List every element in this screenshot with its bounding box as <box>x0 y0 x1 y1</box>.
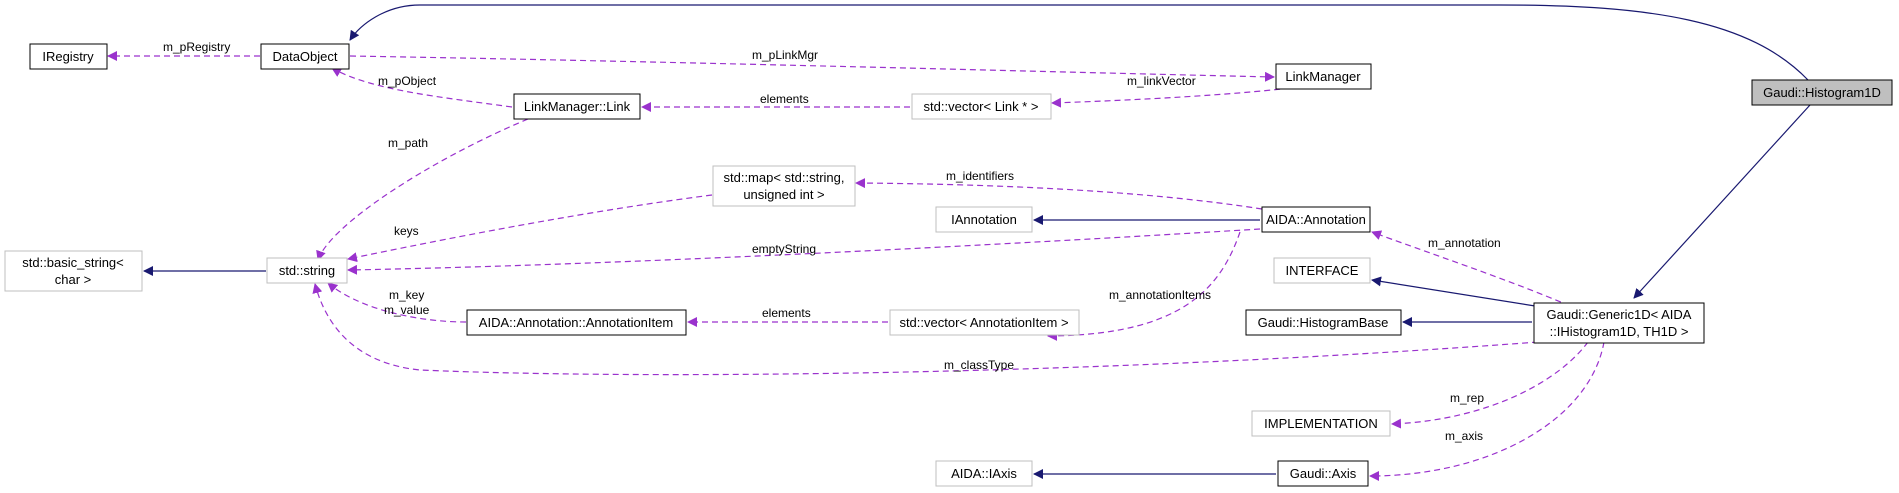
node-aida-iaxis[interactable]: AIDA::IAxis <box>935 460 1033 487</box>
svg-text:std::map< std::string,: std::map< std::string, <box>723 170 844 185</box>
label-keys: keys <box>394 224 419 238</box>
svg-text:std::basic_string<: std::basic_string< <box>22 255 124 270</box>
node-histogrambase[interactable]: Gaudi::HistogramBase <box>1245 309 1402 336</box>
svg-text:IRegistry: IRegistry <box>42 49 94 64</box>
svg-text:AIDA::Annotation: AIDA::Annotation <box>1266 212 1366 227</box>
label-m_identifiers: m_identifiers <box>946 169 1014 183</box>
svg-text:LinkManager: LinkManager <box>1285 69 1361 84</box>
edge-link-to-dataobject <box>331 67 513 108</box>
edge-histogram1d-to-generic1d <box>1633 104 1811 299</box>
node-aida-annotation[interactable]: AIDA::Annotation <box>1261 206 1371 233</box>
edge-annotationitem-to-stdstring <box>327 282 467 323</box>
edge-map-to-stdstring <box>347 194 713 263</box>
svg-text:unsigned int >: unsigned int > <box>743 187 824 202</box>
edge-annotation-to-stdstring <box>347 228 1261 275</box>
label-m_pRegistry: m_pRegistry <box>163 40 230 54</box>
edge-annotation-to-map <box>855 178 1263 210</box>
svg-text:std::vector< Link * >: std::vector< Link * > <box>924 99 1039 114</box>
node-annotationitem[interactable]: AIDA::Annotation::AnnotationItem <box>466 309 687 336</box>
node-gaudi-axis[interactable]: Gaudi::Axis <box>1277 460 1369 487</box>
node-iannotation[interactable]: IAnnotation <box>935 206 1033 233</box>
node-std-string[interactable]: std::string <box>266 257 348 284</box>
label-m_pLinkMgr: m_pLinkMgr <box>752 48 818 62</box>
edge-generic1d-to-gaudiaxis <box>1369 341 1605 481</box>
svg-text:AIDA::IAxis: AIDA::IAxis <box>951 466 1017 481</box>
node-dataobject[interactable]: DataObject <box>260 43 350 70</box>
edge-histogram1d-to-dataobject <box>349 4 1809 81</box>
edge-dataobject-to-linkmanager <box>349 55 1275 82</box>
label-m_rep: m_rep <box>1450 391 1484 405</box>
svg-text:INTERFACE: INTERFACE <box>1286 263 1359 278</box>
svg-text:std::vector< AnnotationItem >: std::vector< AnnotationItem > <box>899 315 1068 330</box>
svg-text:std::string: std::string <box>279 263 335 278</box>
svg-text:AIDA::Annotation::AnnotationIt: AIDA::Annotation::AnnotationItem <box>479 315 673 330</box>
label-m_axis: m_axis <box>1445 429 1483 443</box>
node-linkmanager[interactable]: LinkManager <box>1275 63 1372 90</box>
svg-text:DataObject: DataObject <box>272 49 337 64</box>
svg-text:IMPLEMENTATION: IMPLEMENTATION <box>1264 416 1378 431</box>
edge-linkmanager-to-vectorlink <box>1051 87 1291 108</box>
node-gaudi-histogram1d[interactable]: Gaudi::Histogram1D <box>1751 79 1893 106</box>
svg-text:Gaudi::Axis: Gaudi::Axis <box>1290 466 1357 481</box>
svg-text:::IHistogram1D, TH1D >: ::IHistogram1D, TH1D > <box>1550 324 1689 339</box>
node-generic1d[interactable]: Gaudi::Generic1D< AIDA ::IHistogram1D, T… <box>1533 302 1705 344</box>
label-m_annotation: m_annotation <box>1428 236 1501 250</box>
node-implementation[interactable]: IMPLEMENTATION <box>1251 410 1391 437</box>
svg-text:Gaudi::Generic1D< AIDA: Gaudi::Generic1D< AIDA <box>1547 307 1692 322</box>
label-m_path: m_path <box>388 136 428 150</box>
svg-text:Gaudi::HistogramBase: Gaudi::HistogramBase <box>1258 315 1389 330</box>
node-iregistry[interactable]: IRegistry <box>29 43 108 70</box>
edge-generic1d-to-interface <box>1371 276 1536 307</box>
node-map-string[interactable]: std::map< std::string, unsigned int > <box>712 165 856 207</box>
node-linkmanager-link[interactable]: LinkManager::Link <box>513 93 641 120</box>
svg-text:LinkManager::Link: LinkManager::Link <box>524 99 631 114</box>
label-m_key: m_key <box>389 288 424 302</box>
label-m_linkVector: m_linkVector <box>1127 74 1196 88</box>
edge-generic1d-to-annotation <box>1371 230 1571 307</box>
label-elements-item: elements <box>762 306 811 320</box>
svg-text:IAnnotation: IAnnotation <box>951 212 1017 227</box>
edge-generic1d-to-implementation <box>1391 341 1589 429</box>
node-vector-annotationitem[interactable]: std::vector< AnnotationItem > <box>889 309 1080 336</box>
node-basic-string[interactable]: std::basic_string< char > <box>4 250 143 292</box>
node-interface[interactable]: INTERFACE <box>1273 257 1371 284</box>
label-m_value: m_value <box>384 303 430 317</box>
label-m_pObject: m_pObject <box>378 74 437 88</box>
label-m_classType: m_classType <box>944 358 1014 372</box>
edge-link-to-stdstring <box>316 118 529 261</box>
label-elements-link: elements <box>760 92 809 106</box>
svg-text:Gaudi::Histogram1D: Gaudi::Histogram1D <box>1763 85 1881 100</box>
node-vector-link[interactable]: std::vector< Link * > <box>911 93 1052 120</box>
label-emptyString: emptyString <box>752 242 816 256</box>
label-m_annotationItems: m_annotationItems <box>1109 288 1211 302</box>
edge-annotation-to-vectoritem <box>1047 231 1241 341</box>
svg-text:char >: char > <box>55 272 92 287</box>
